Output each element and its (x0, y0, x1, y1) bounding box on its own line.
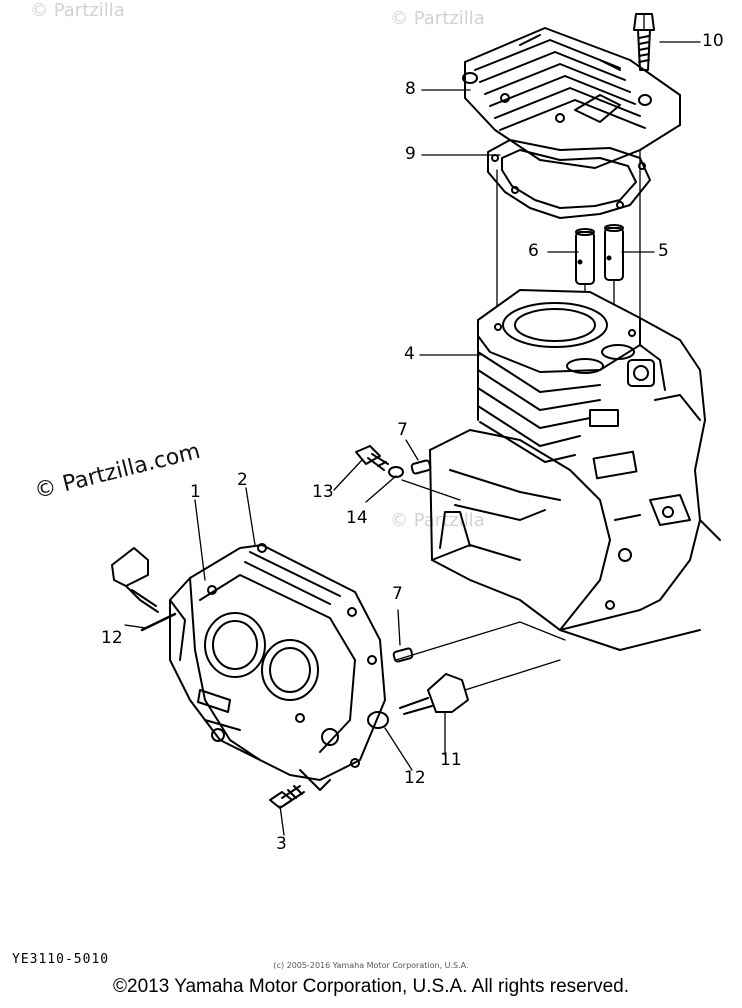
callout-8: 8 (405, 79, 416, 99)
watermark-top-right: © Partzilla (390, 8, 485, 29)
diagram-code: YE3110-5010 (12, 952, 110, 967)
head-gasket (487, 139, 651, 219)
callout-12-left: 12 (101, 628, 123, 648)
cylinder-block (429, 289, 721, 651)
dowel-pin-7-lower (392, 647, 414, 663)
callout-1: 1 (190, 482, 201, 502)
callout-4: 4 (404, 344, 415, 364)
callout-10: 10 (702, 31, 724, 51)
callout-13: 13 (312, 482, 334, 502)
cover-bolt-3 (269, 785, 305, 809)
callout-5: 5 (658, 241, 669, 261)
o-ring-12-right (367, 711, 389, 729)
oil-filler-plug-left (111, 547, 159, 613)
small-copyright: (c) 2005-2016 Yamaha Motor Corporation, … (273, 961, 469, 970)
drain-bolt-13 (355, 445, 389, 471)
callout-14: 14 (346, 508, 368, 528)
watermark-top-left: © Partzilla (30, 0, 125, 21)
crankcase-cover (169, 543, 386, 791)
callout-9: 9 (405, 144, 416, 164)
copyright-notice: ©2013 Yamaha Motor Corporation, U.S.A. A… (113, 976, 629, 997)
head-bolt (633, 13, 655, 71)
leader-lines (124, 41, 701, 836)
dowel-pins-upper (575, 224, 624, 285)
callout-11: 11 (440, 750, 462, 770)
callout-7-lower: 7 (392, 584, 403, 604)
callout-12-right: 12 (404, 768, 426, 788)
o-ring-12-left (140, 612, 177, 632)
callout-3: 3 (276, 834, 287, 854)
callout-2: 2 (237, 470, 248, 490)
dowel-pin-7-upper (410, 459, 432, 475)
washer-14 (388, 466, 404, 478)
callout-6: 6 (528, 241, 539, 261)
cylinder-head (462, 27, 681, 169)
oil-filler-plug (399, 673, 469, 715)
callout-7-upper: 7 (397, 420, 408, 440)
